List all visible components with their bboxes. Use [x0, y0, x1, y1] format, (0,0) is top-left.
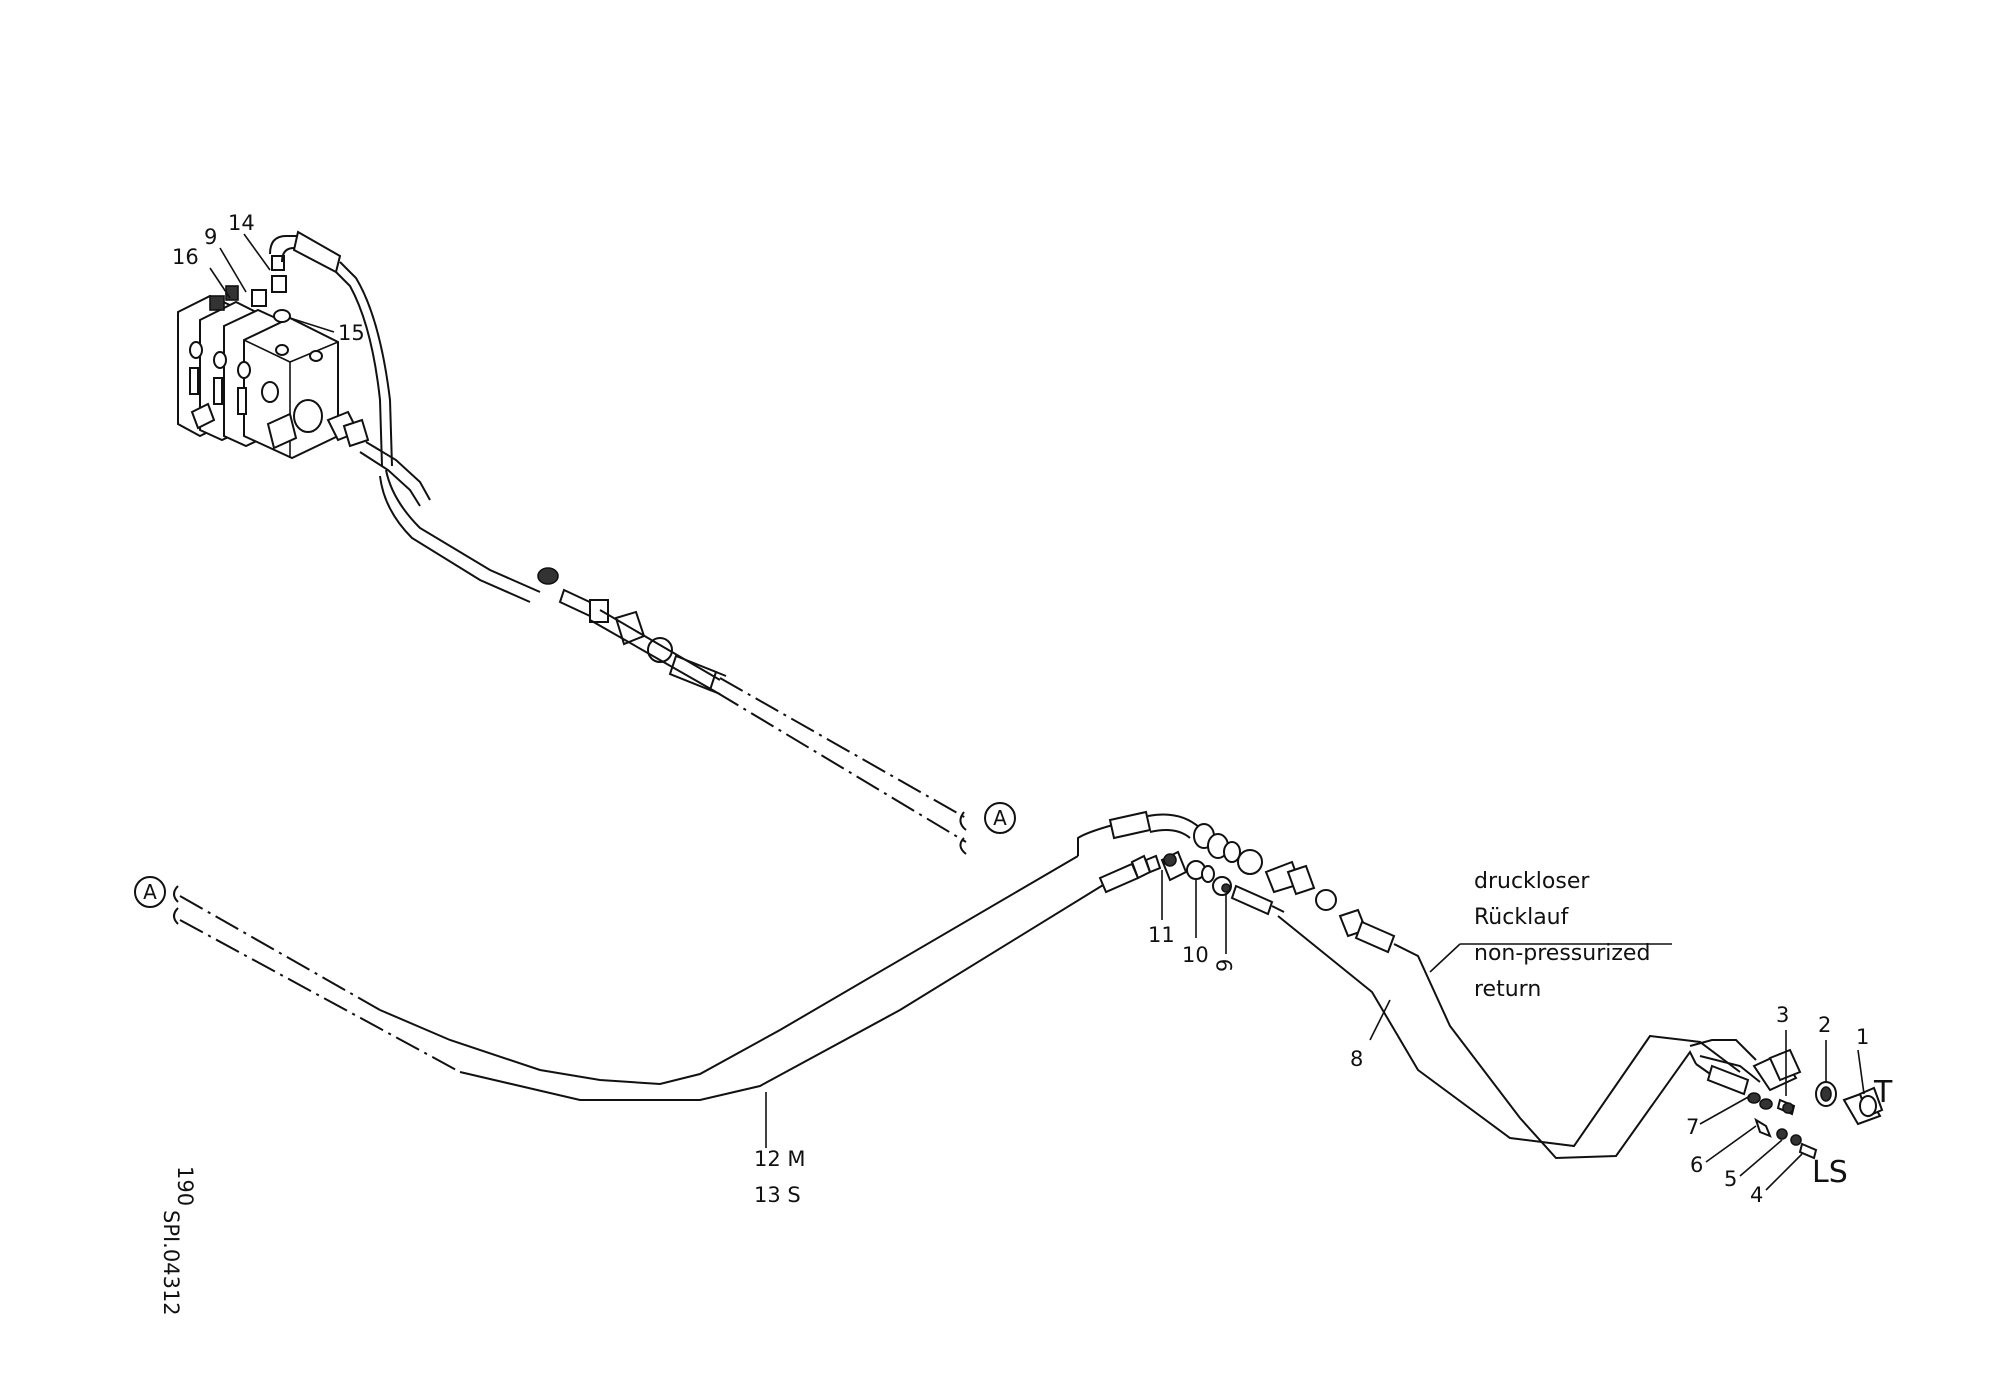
drawing-code: SPI.04312 190: [159, 1166, 197, 1316]
reference-a-upper-text: A: [993, 806, 1007, 830]
label-12m: 12 M: [754, 1147, 806, 1171]
label-13s: 13 S: [754, 1183, 801, 1207]
reference-marker-a-upper: A: [984, 802, 1016, 834]
reference-a-lower-text: A: [143, 880, 157, 904]
leader-lines: [209, 233, 1865, 1191]
drawing-code-text: SPI.04312: [159, 1210, 183, 1316]
label-4: 4: [1750, 1183, 1763, 1207]
outlet-fittings: [1706, 1048, 1884, 1160]
label-14: 14: [228, 211, 255, 235]
reference-marker-a-lower: A: [134, 876, 166, 908]
label-ls: LS: [1812, 1155, 1848, 1190]
label-2: 2: [1818, 1013, 1831, 1037]
hose-valve-supply: [269, 230, 393, 467]
annotation-line-4: return: [1474, 977, 1541, 1002]
label-11: 11: [1148, 923, 1175, 947]
label-7: 7: [1686, 1115, 1699, 1139]
hose-upper-run: [359, 441, 967, 855]
label-3: 3: [1776, 1003, 1789, 1027]
label-10: 10: [1182, 943, 1209, 967]
control-valve-block: [177, 255, 370, 460]
label-6: 6: [1690, 1153, 1703, 1177]
hose-lower-run: [173, 810, 1201, 1101]
label-8: 8: [1350, 1047, 1363, 1071]
label-9-mid: 9: [1213, 959, 1237, 972]
drawing-number-text: 190: [173, 1166, 197, 1206]
label-5: 5: [1724, 1167, 1737, 1191]
label-t: T: [1873, 1075, 1893, 1110]
annotation-line-3: non-pressurized: [1474, 941, 1650, 966]
label-1: 1: [1856, 1025, 1869, 1049]
return-annotation: druckloser Rücklauf non-pressurized retu…: [1474, 869, 1650, 1002]
label-9-valve: 9: [204, 225, 217, 249]
mid-fittings: [1160, 823, 1396, 954]
label-16: 16: [172, 245, 199, 269]
label-15: 15: [338, 321, 365, 345]
annotation-line-1: druckloser: [1474, 869, 1590, 894]
annotation-line-2: Rücklauf: [1474, 905, 1570, 930]
part-labels: 16 9 14 15 11 10 9 8 3 2 1 7 6 5 4 T LS …: [172, 211, 1893, 1207]
hose-return-8: [1230, 884, 1761, 1160]
